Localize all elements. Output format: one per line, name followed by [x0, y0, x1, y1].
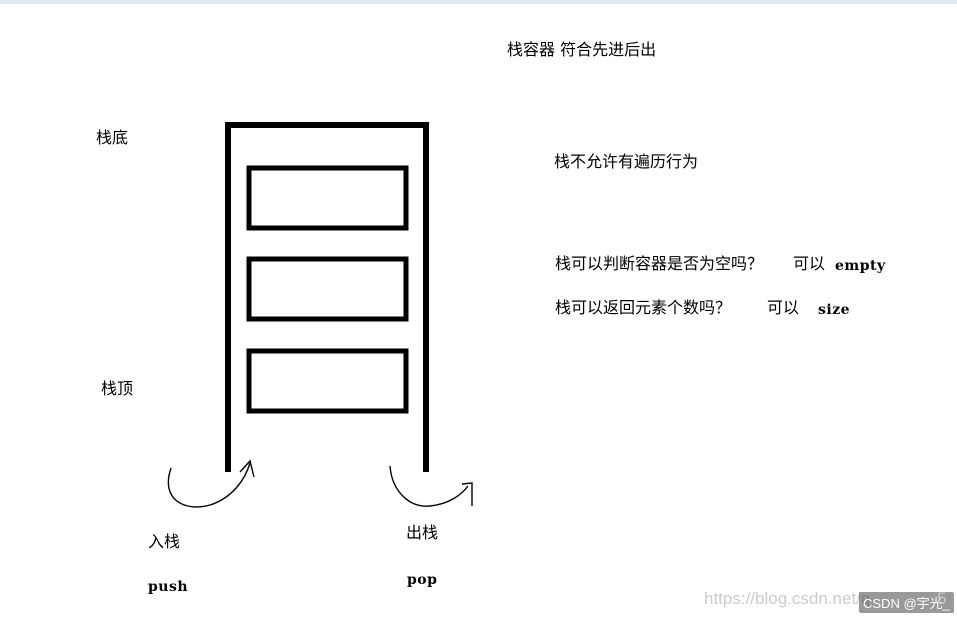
push-label-en: push: [148, 579, 189, 595]
diagram-title: 栈容器 符合先进后出: [507, 40, 657, 59]
push-arrow-icon: [167, 459, 255, 508]
watermark-csdn-tag: CSDN @宇光_: [859, 592, 954, 613]
watermark-tail: 5: [937, 589, 947, 608]
top-border: [0, 0, 957, 4]
note-size-func: size: [818, 302, 851, 318]
note-size-answer: 可以: [767, 298, 800, 317]
note-empty-answer: 可以: [793, 254, 826, 273]
stack-container: [225, 122, 429, 472]
pop-label-cn: 出栈: [406, 523, 439, 542]
note-empty-func: empty: [835, 258, 886, 274]
stack-element-1: [246, 165, 409, 231]
stack-bottom-label: 栈底: [96, 128, 129, 147]
pop-label-en: pop: [407, 572, 438, 588]
stack-top-label: 栈顶: [101, 379, 134, 398]
note-empty-question: 栈可以判断容器是否为空吗？: [555, 254, 764, 273]
stack-element-3: [246, 348, 409, 414]
push-label-cn: 入栈: [148, 532, 181, 551]
watermark-url: https://blog.csdn.net/q: [704, 589, 871, 608]
note-size-question: 栈可以返回元素个数吗？: [555, 298, 732, 317]
note-no-traverse: 栈不允许有遍历行为: [554, 152, 699, 171]
pop-arrow-icon: [389, 465, 473, 507]
stack-element-2: [246, 256, 409, 322]
